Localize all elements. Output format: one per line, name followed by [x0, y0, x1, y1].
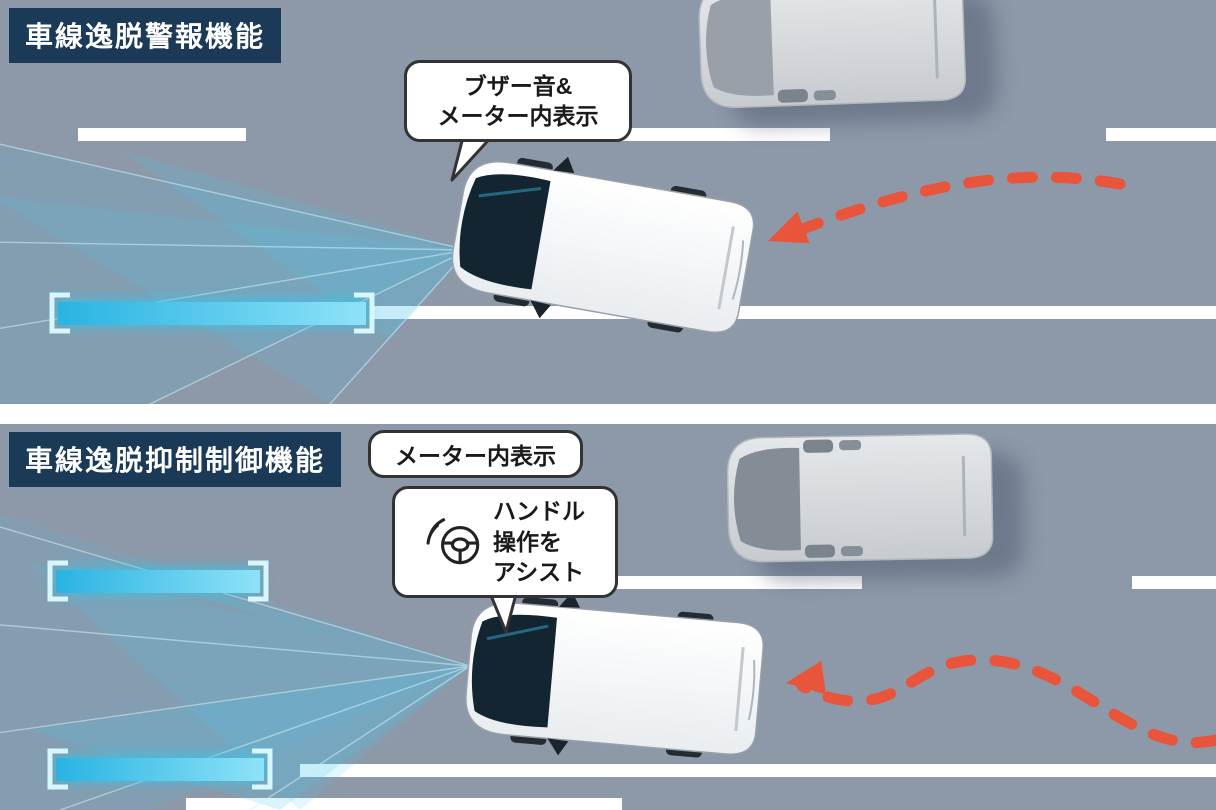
meter-callout-text: メーター内表示 — [395, 443, 556, 469]
meter-callout: メーター内表示 — [368, 430, 583, 478]
assist-callout-text: ハンドル 操作を アシスト — [493, 498, 585, 586]
main-vehicle — [451, 156, 755, 334]
panel-title-warning: 車線逸脱警報機能 — [9, 8, 282, 63]
warning-callout: ブザー音& メーター内表示 — [404, 60, 632, 142]
panel-divider — [0, 404, 1216, 424]
steering-wheel-icon — [426, 518, 480, 565]
lane-departure-prevention-panel: 車線逸脱抑制制御機能 メーター内表示 ハンドル 操作を アシスト — [0, 424, 1216, 810]
windshield — [471, 614, 558, 728]
side-mirror — [553, 156, 575, 174]
lane-dash — [78, 128, 246, 141]
departure-arrow — [768, 171, 1126, 244]
highlight-bracket-right — [248, 560, 269, 602]
sensor-beam — [0, 143, 469, 404]
lane-dash — [186, 798, 622, 810]
highlight-bracket-right — [354, 292, 375, 334]
panel-title-warning-text: 車線逸脱警報機能 — [25, 21, 266, 52]
correction-arrow — [786, 654, 1216, 748]
highlight-bracket-left — [49, 292, 70, 334]
prevention-scene — [0, 433, 1216, 810]
lane-departure-warning-panel: 車線逸脱警報機能 ブザー音& メーター内表示 — [0, 0, 1216, 404]
adjacent-vehicle — [726, 433, 1025, 582]
lane-highlight-upper — [47, 560, 269, 602]
warning-scene — [0, 0, 1216, 404]
lane-dash — [1132, 576, 1216, 589]
warning-callout-text: ブザー音& メーター内表示 — [437, 72, 599, 129]
highlight-bracket-left — [47, 748, 68, 790]
side-mirror — [530, 300, 551, 319]
assist-callout: ハンドル 操作を アシスト — [392, 486, 618, 598]
highlight-bracket-right — [252, 748, 273, 790]
lane-line — [300, 764, 1216, 777]
panel-title-prevention-text: 車線逸脱抑制制御機能 — [25, 445, 326, 476]
adjacent-vehicle — [698, 0, 998, 127]
lane-line — [372, 306, 1216, 319]
highlight-bracket-left — [47, 560, 68, 602]
side-mirror — [558, 592, 580, 608]
lane-highlight-lower — [47, 748, 273, 790]
lane-dash — [1106, 128, 1216, 141]
lane-highlight — [49, 292, 375, 334]
side-mirror — [547, 738, 569, 756]
windshield — [459, 174, 551, 290]
panel-title-prevention: 車線逸脱抑制制御機能 — [9, 432, 342, 487]
main-vehicle — [465, 592, 764, 758]
